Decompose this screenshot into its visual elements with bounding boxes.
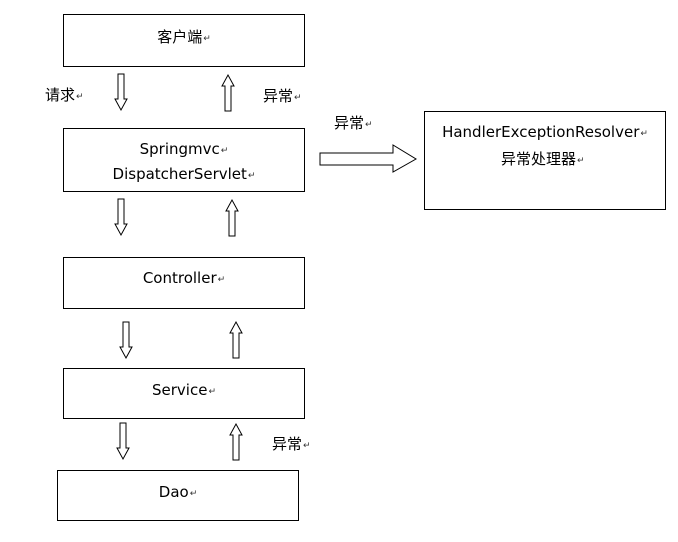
service-box: Service↵ [63,368,305,419]
controller-box-label: Controller↵ [142,269,226,287]
arrow-to-resolver [319,144,417,173]
resolver-box-line1: HandlerExceptionResolver↵ [442,123,648,141]
arrow-request-down-4 [116,422,130,461]
arrow-exception-up-4 [229,422,243,461]
dao-box-label: Dao↵ [158,483,198,501]
controller-box: Controller↵ [63,257,305,309]
exception-label-resolver: 异常↵ [334,114,373,132]
request-label: 请求↵ [45,86,84,104]
arrow-exception-up-1 [221,73,235,112]
arrow-request-down-2 [114,198,128,237]
dao-box: Dao↵ [57,470,299,521]
arrow-request-down-3 [119,321,133,360]
client-box-label: 客户端↵ [157,28,211,46]
dispatcher-box-line2: DispatcherServlet↵ [112,165,256,183]
arrow-exception-up-3 [229,320,243,359]
exception-label-client: 异常↵ [263,87,302,105]
arrow-exception-up-2 [225,198,239,237]
dispatcher-box-line1: Springmvc↵ [139,140,229,158]
exception-label-dao: 异常↵ [272,435,311,453]
client-box: 客户端↵ [63,14,305,67]
service-box-label: Service↵ [152,381,216,399]
arrow-request-down-1 [114,73,128,112]
exception-resolver-box: HandlerExceptionResolver↵ 异常处理器↵ [424,111,666,210]
resolver-box-line2: 异常处理器↵ [501,150,585,168]
dispatcher-servlet-box: Springmvc↵ DispatcherServlet↵ [63,128,305,192]
